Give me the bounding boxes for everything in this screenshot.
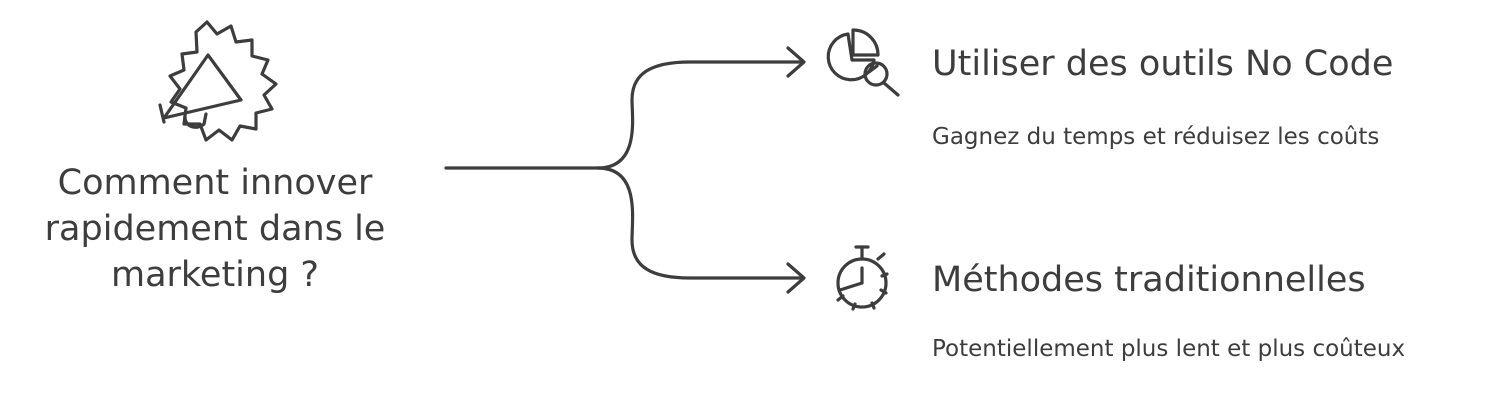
option-title-no-code: Utiliser des outils No Code [932,44,1394,84]
branch-connector-top [596,60,802,170]
option-description-traditional: Potentiellement plus lent et plus coûteu… [932,336,1406,362]
question-label: Comment innover rapidement dans le marke… [44,163,386,295]
stopwatch-icon [836,245,889,311]
megaphone-icon [158,20,278,142]
arrowhead-top [786,46,806,78]
arrowhead-bottom [786,262,806,294]
option-description-no-code: Gagnez du temps et réduisez les coûts [932,124,1380,150]
pie-chart-search-icon [826,28,900,97]
branch-connector-bottom [596,166,802,280]
option-title-traditional: Méthodes traditionnelles [932,260,1366,300]
